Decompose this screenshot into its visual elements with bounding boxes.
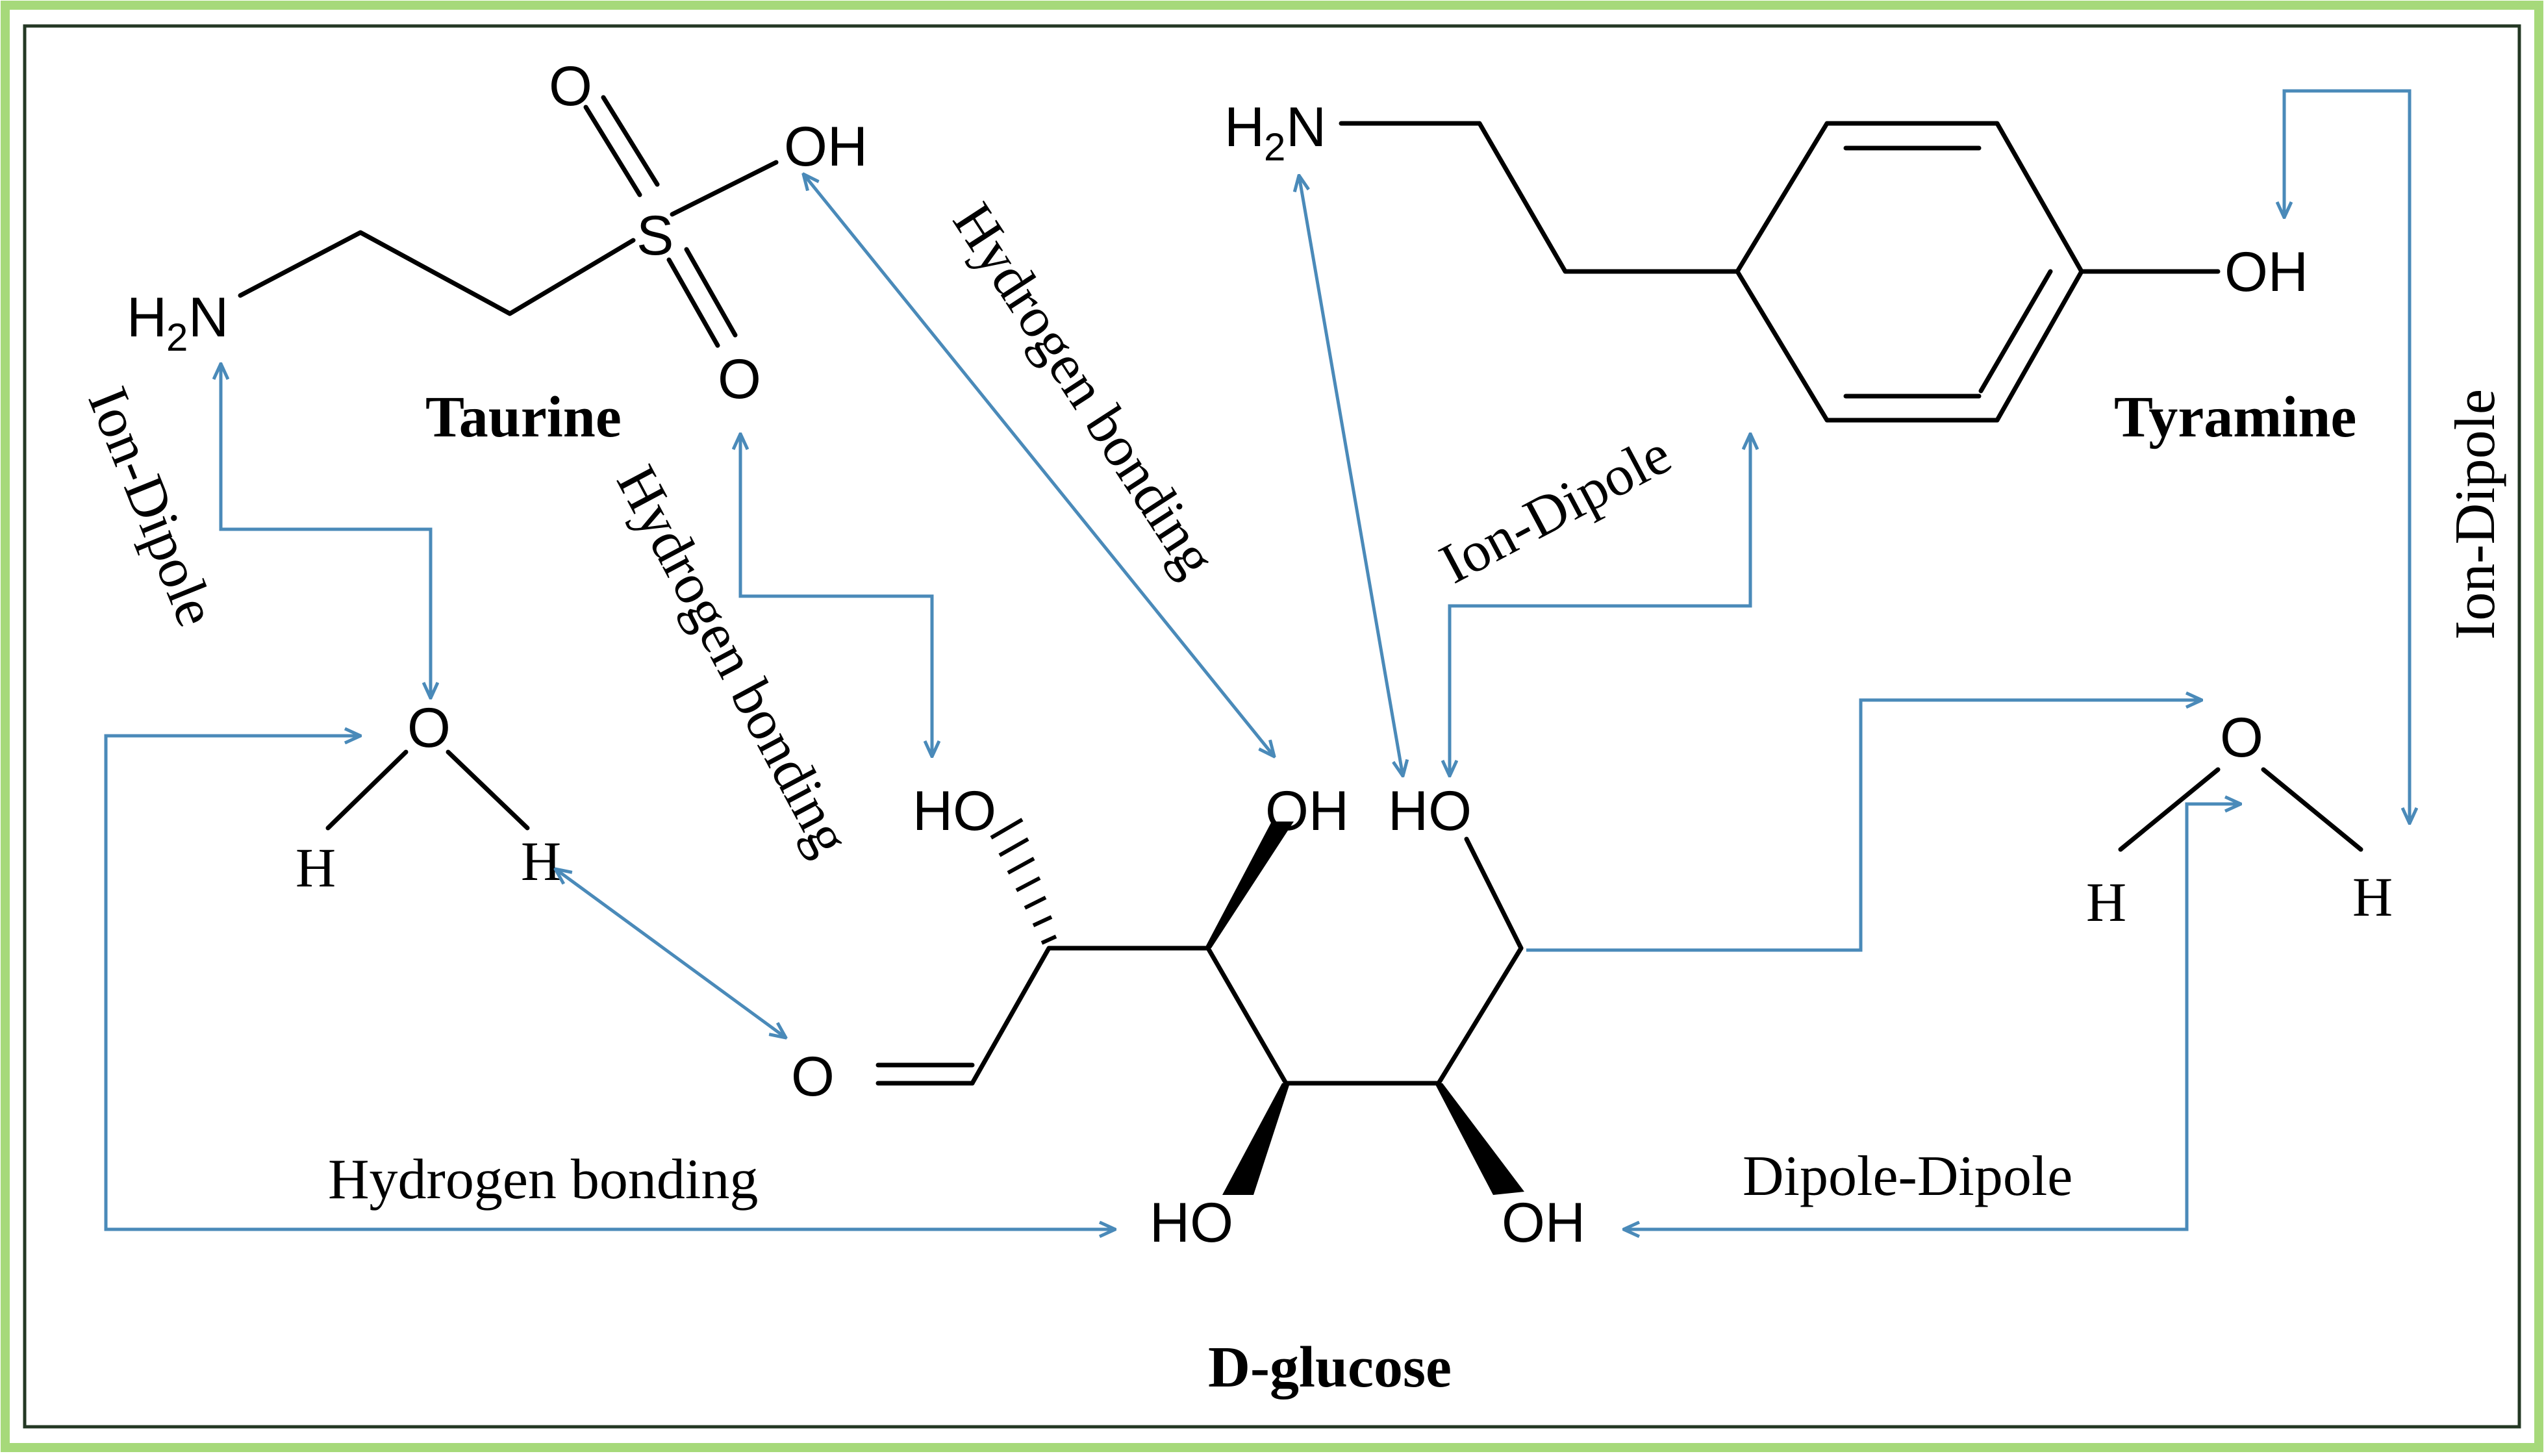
dglucose-structure bbox=[875, 818, 1524, 1195]
arrow-water-glucose-c4 bbox=[104, 736, 1115, 1229]
water-right-hydrogen-1: H bbox=[2086, 871, 2126, 933]
taurine-structure bbox=[238, 95, 779, 348]
taurine-oxygen-bottom: O bbox=[718, 348, 761, 410]
water-right-hydrogen-2: H bbox=[2352, 866, 2393, 928]
label-hydrogen-bonding-bottom: Hydrogen bonding bbox=[328, 1148, 758, 1211]
label-ion-dipole-left: Ion-Dipole bbox=[75, 379, 228, 634]
tyramine-amine-n: N bbox=[1286, 96, 1326, 158]
label-hydrogen-bonding-taurine-hydroxyl: Hydrogen bonding bbox=[940, 192, 1228, 587]
arrow-tyramine-ring-glucose bbox=[1450, 434, 1750, 776]
label-ion-dipole-right: Ion-Dipole bbox=[2444, 389, 2507, 640]
taurine-amine-h: H bbox=[127, 286, 167, 349]
interaction-arrows bbox=[104, 89, 2410, 1229]
wedge-c4 bbox=[1222, 1083, 1290, 1195]
arrow-tyramine-hydroxyl-water bbox=[2284, 89, 2410, 823]
glucose-hydroxyl-c4: HO bbox=[1150, 1192, 1233, 1254]
taurine-sulfur: S bbox=[636, 205, 674, 267]
glucose-carbonyl-oxygen: O bbox=[791, 1046, 835, 1108]
water-left-structure bbox=[325, 749, 530, 831]
tyramine-structure bbox=[1339, 121, 2221, 423]
taurine-oxygen-top: O bbox=[549, 55, 592, 118]
glucose-hydroxyl-c2: HO bbox=[913, 780, 996, 842]
tyramine-amine-h: H bbox=[1224, 96, 1265, 158]
arrow-glucose-c5-water bbox=[1624, 804, 2241, 1229]
water-left-oxygen: O bbox=[407, 697, 451, 759]
inner-frame bbox=[23, 24, 2521, 1429]
arrow-tyramine-amine-glucose bbox=[1299, 175, 1403, 776]
label-ion-dipole-tyramine: Ion-Dipole bbox=[1430, 423, 1681, 596]
taurine-amine-n: N bbox=[188, 286, 229, 349]
tyramine-hydroxyl: OH bbox=[2224, 241, 2308, 303]
taurine-label: Taurine bbox=[425, 385, 622, 449]
arrow-taurine-amine-water bbox=[221, 364, 431, 698]
taurine-hydroxyl: OH bbox=[784, 116, 868, 178]
glucose-hydroxyl-c5: OH bbox=[1502, 1192, 1585, 1254]
tyramine-amine-sub: 2 bbox=[1264, 125, 1285, 169]
dglucose-label: D-glucose bbox=[1208, 1335, 1452, 1400]
tyramine-label: Tyramine bbox=[2114, 385, 2356, 449]
arrow-water-glucose-carbonyl bbox=[555, 869, 786, 1038]
label-hydrogen-bonding-taurine-oxygen: Hydrogen bonding bbox=[604, 456, 862, 865]
label-dipole-dipole: Dipole-Dipole bbox=[1743, 1145, 2072, 1208]
glucose-hydroxyl-c6: HO bbox=[1388, 780, 1472, 842]
wedge-c3 bbox=[1205, 822, 1294, 948]
water-right-structure bbox=[2118, 767, 2363, 852]
wedge-c5 bbox=[1435, 1083, 1524, 1195]
taurine-amine-sub: 2 bbox=[166, 316, 188, 359]
arrow-taurine-hydroxyl-glucose bbox=[803, 174, 1274, 757]
water-right-oxygen: O bbox=[2220, 707, 2263, 769]
hashed-c2 bbox=[990, 818, 1057, 945]
water-left-hydrogen-2: H bbox=[521, 830, 561, 892]
glucose-hydroxyl-c3: OH bbox=[1265, 780, 1349, 842]
water-left-hydrogen-1: H bbox=[296, 836, 336, 899]
